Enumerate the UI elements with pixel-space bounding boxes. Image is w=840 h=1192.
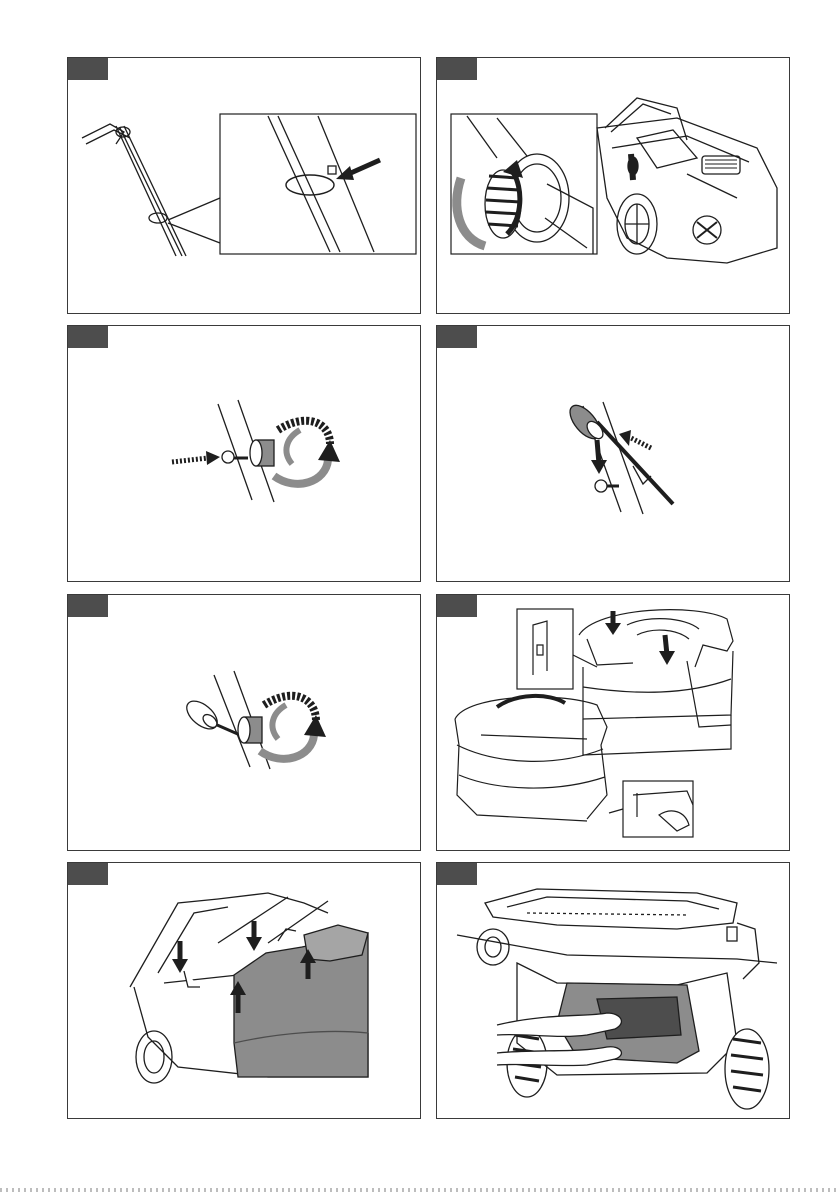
grass-catcher-assembly-illustration	[437, 595, 790, 851]
step-panel-7	[67, 862, 421, 1119]
step-panel-2	[436, 57, 790, 314]
grass-catcher-clip-illustration	[68, 863, 421, 1119]
hook-bolt-tighten-illustration	[68, 326, 421, 582]
step-panel-3	[67, 325, 421, 582]
height-adjust-illustration	[437, 58, 790, 314]
grass-catcher-hook-illustration	[437, 863, 790, 1119]
step-panel-4	[436, 325, 790, 582]
step-panel-1	[67, 57, 421, 314]
knob-tighten-illustration	[68, 595, 421, 851]
step-panel-5	[67, 594, 421, 851]
knob-removed-illustration	[437, 326, 790, 582]
step-panel-6	[436, 594, 790, 851]
page-bottom-rule	[0, 1188, 840, 1192]
cable-clip-illustration	[68, 58, 421, 314]
step-panel-8	[436, 862, 790, 1119]
